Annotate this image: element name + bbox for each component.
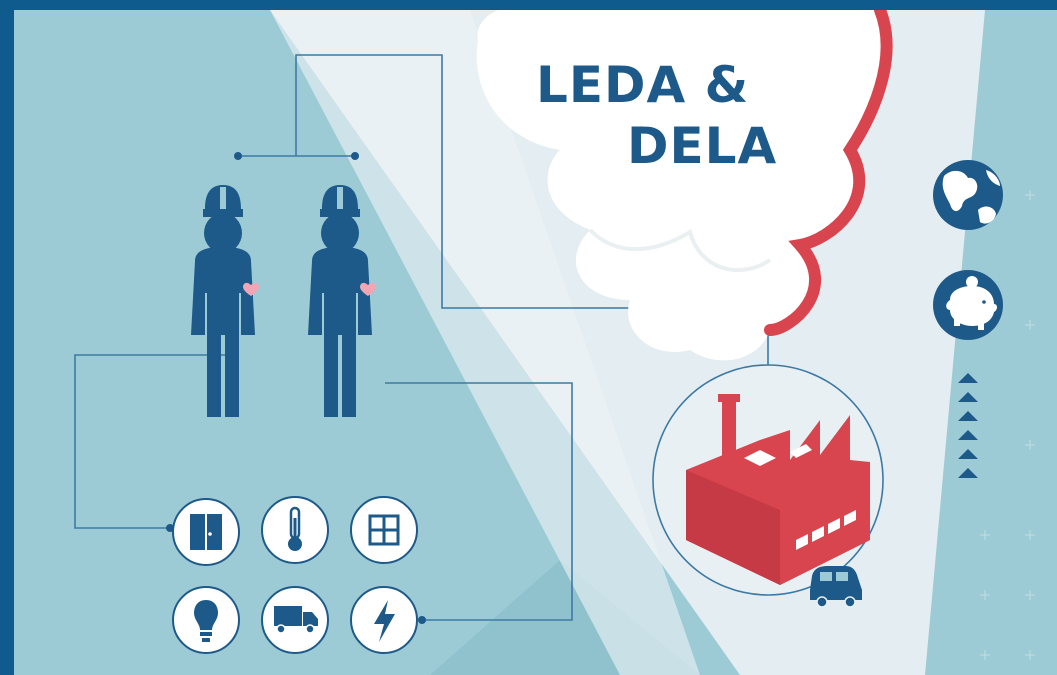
globe-icon <box>933 160 1003 230</box>
door-icon <box>172 498 240 566</box>
worker-with-heart-icon <box>308 185 376 417</box>
title-line-2: DELA <box>627 117 777 175</box>
worker-with-heart-icon <box>191 185 259 417</box>
up-arrow-icon <box>958 411 978 421</box>
factory-icon <box>686 394 870 585</box>
thermometer-icon <box>261 496 329 564</box>
cloud-icon <box>476 10 893 361</box>
car-icon <box>810 566 862 608</box>
up-arrow-icon <box>958 373 978 383</box>
connector-dot <box>351 152 359 160</box>
up-arrow-icon <box>958 430 978 440</box>
grid-marks <box>980 190 1035 660</box>
truck-icon <box>261 586 329 654</box>
lightbulb-icon <box>172 586 240 654</box>
up-arrow-icon <box>958 392 978 402</box>
arrow-stack <box>958 373 978 478</box>
up-arrow-icon <box>958 468 978 478</box>
teal-right-column <box>925 10 1057 675</box>
up-arrow-icon <box>958 449 978 459</box>
connector-dot <box>418 616 426 624</box>
connector-dot <box>234 152 242 160</box>
lightning-icon <box>350 586 418 654</box>
title-line-1: LEDA & <box>536 56 749 114</box>
window-icon <box>350 496 418 564</box>
light-beam <box>270 10 700 675</box>
connector-dot <box>166 524 174 532</box>
piggy-bank-icon <box>933 270 1003 340</box>
